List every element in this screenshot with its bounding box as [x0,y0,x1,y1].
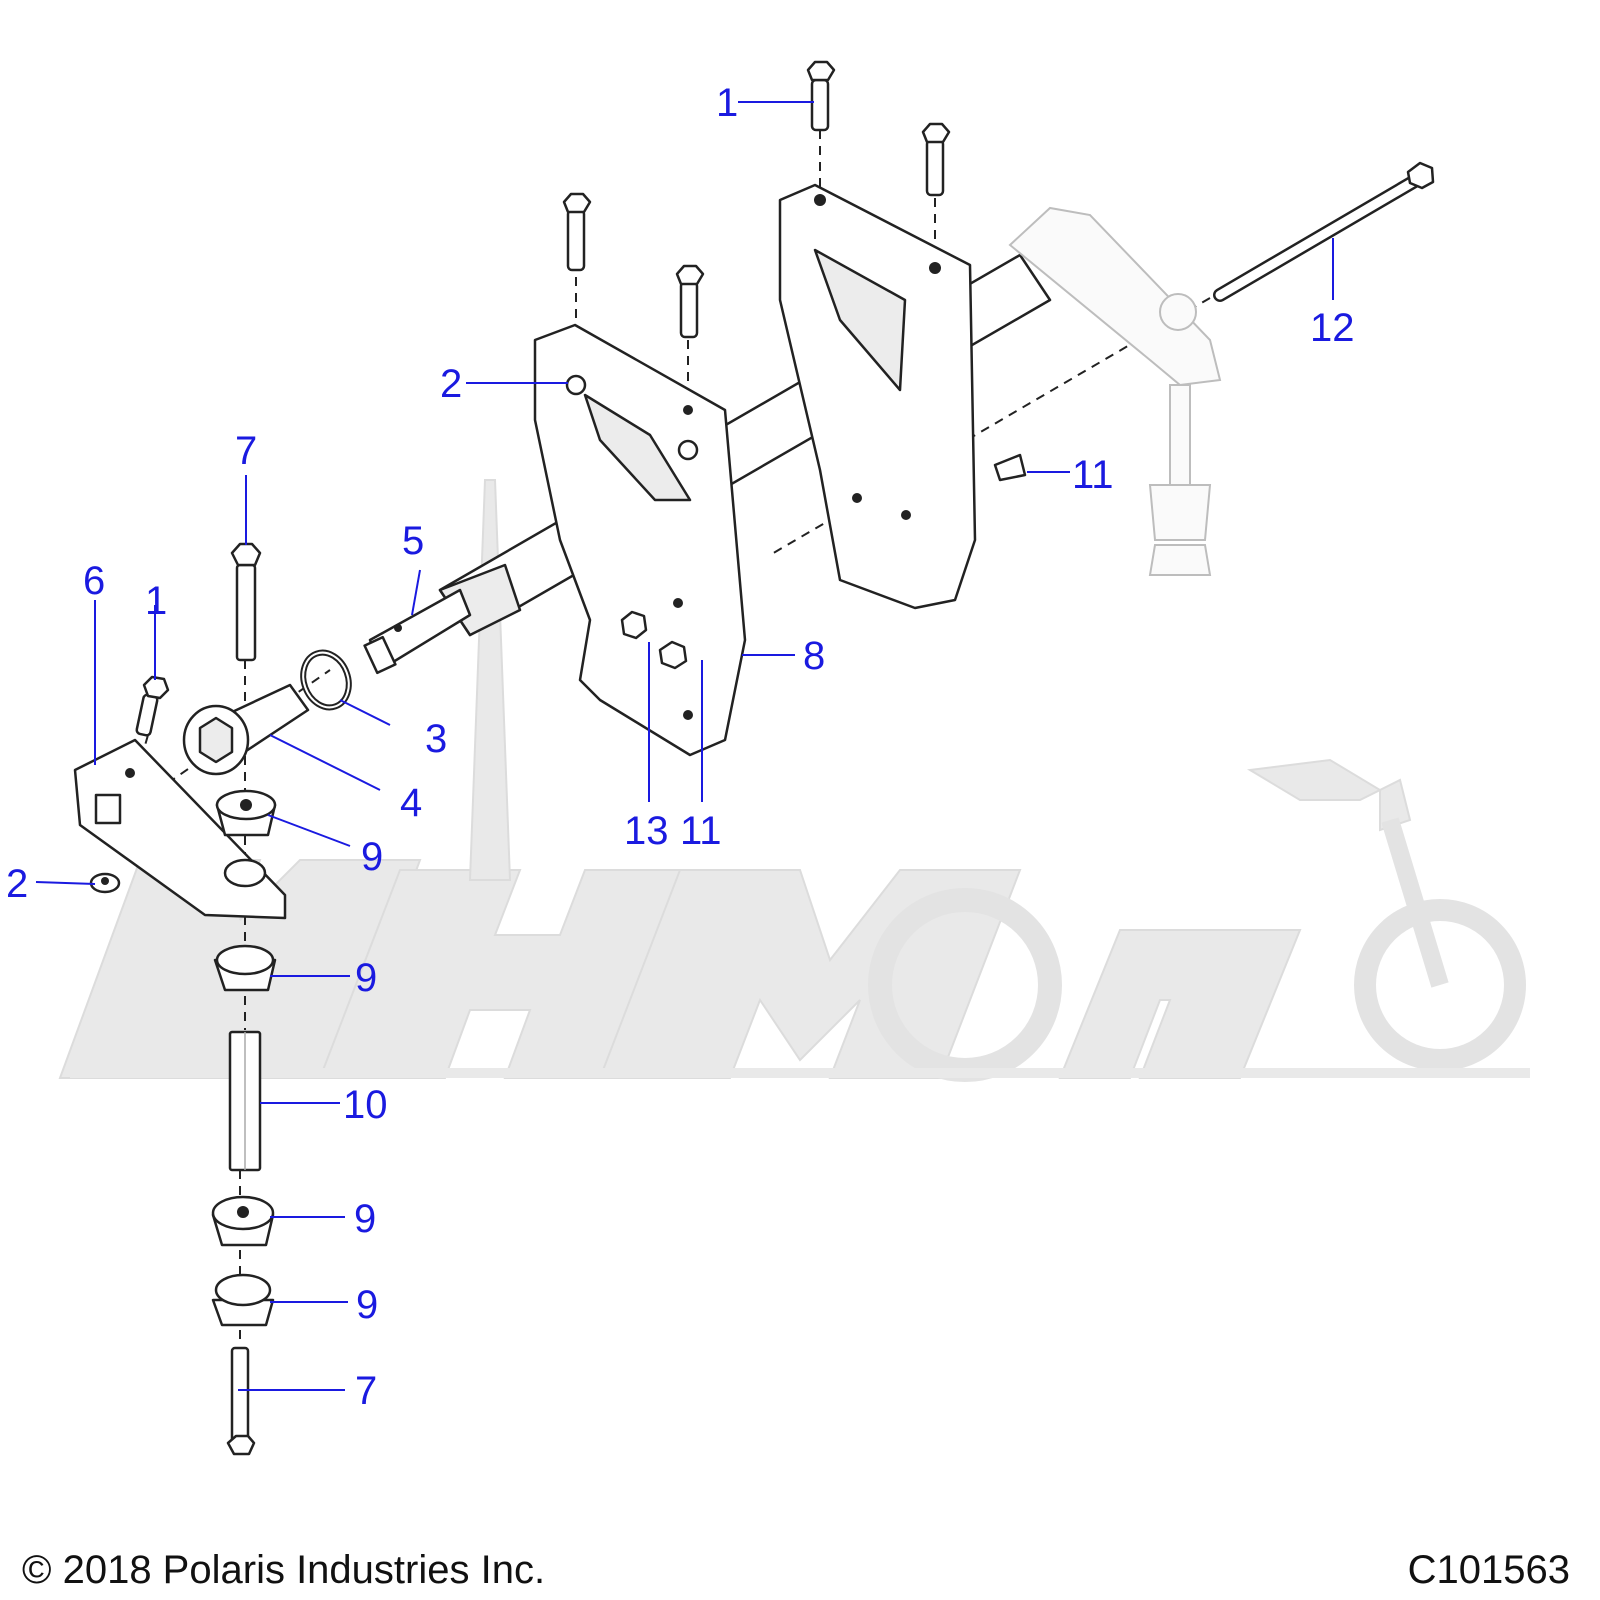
tie-rod-assembly [1008,161,1435,576]
callout-labels: 1 1 2 2 3 4 5 6 7 7 8 9 9 9 9 10 11 11 1… [6,81,1355,1413]
callout-2-left: 2 [6,862,28,906]
top-bolts [562,60,951,339]
steering-arm [73,738,287,920]
grommets [211,789,277,1327]
callout-13: 13 [624,809,669,853]
callout-3: 3 [425,717,447,761]
callout-7-bottom: 7 [355,1369,377,1413]
drawing-number: C101563 [1407,1548,1570,1592]
callout-5: 5 [402,519,424,563]
nut-part-2 [89,872,121,894]
bushing-part-4 [182,683,310,776]
front-bracket [533,323,747,757]
callout-leaders [35,101,1334,1391]
callout-9-a: 9 [361,835,383,879]
callout-1-top: 1 [716,81,738,125]
spacer-part-10 [228,1030,262,1172]
bracket-fasteners [620,453,1027,670]
callout-12: 12 [1310,306,1355,350]
bolt-part-7-upper [230,542,262,662]
callout-1-left: 1 [145,579,167,623]
callout-9-b: 9 [355,956,377,1000]
callout-2-bracket: 2 [440,362,462,406]
callout-11-bottom: 11 [680,809,722,853]
callout-9-c: 9 [354,1197,376,1241]
o-ring [300,649,352,711]
callout-6: 6 [83,559,105,603]
callout-8: 8 [803,634,825,678]
rear-bracket [778,183,977,610]
callout-9-d: 9 [356,1283,378,1327]
callout-10: 10 [343,1083,388,1127]
copyright-notice: © 2018 Polaris Industries Inc. [22,1548,546,1592]
bolt-part-7-lower [226,1346,256,1456]
callout-4: 4 [400,781,422,825]
small-bolt [135,675,170,737]
callout-11-right: 11 [1072,453,1114,497]
callout-7-top: 7 [235,429,257,473]
watermark-logo [58,479,1530,1082]
